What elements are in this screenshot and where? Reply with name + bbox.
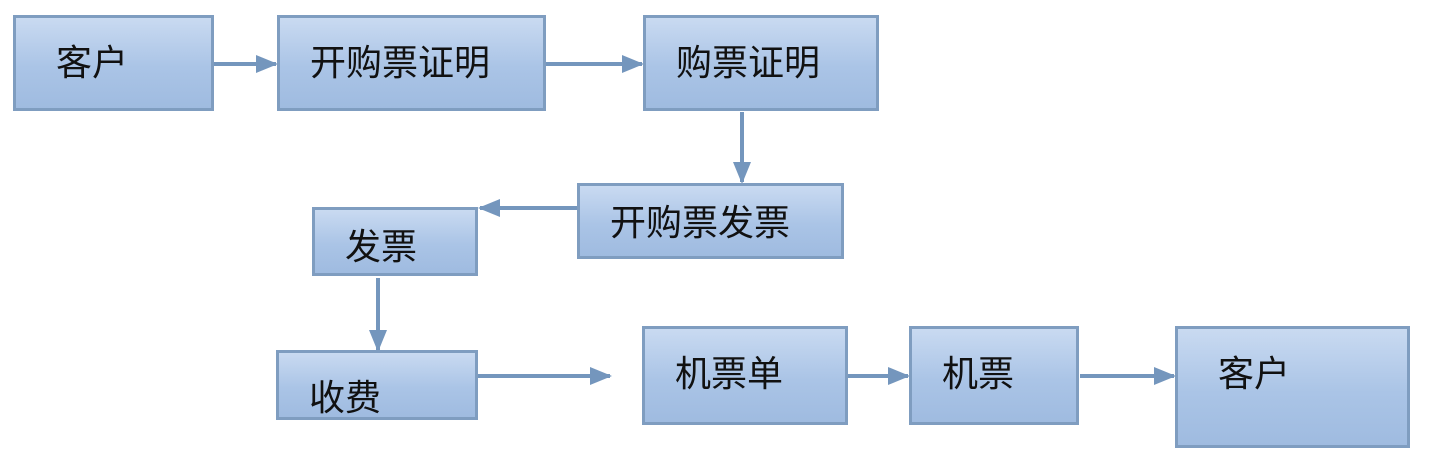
issue-purchase-certificate-box: 开购票证明 [277, 15, 546, 111]
customer-start-box: 客户 [13, 15, 214, 111]
ticket-label: 机票 [942, 354, 1015, 395]
purchase-certificate-label: 购票证明 [676, 43, 821, 84]
issue-purchase-invoice-label: 开购票发票 [610, 203, 791, 244]
purchase-certificate-box: 购票证明 [643, 15, 879, 111]
customer-start-label: 客户 [56, 43, 129, 84]
issue-purchase-certificate-label: 开购票证明 [310, 43, 491, 84]
issue-purchase-invoice-box: 开购票发票 [577, 183, 844, 259]
fee-collection-label: 收费 [309, 378, 382, 419]
customer-end-label: 客户 [1218, 354, 1291, 395]
ticket-order-label: 机票单 [675, 354, 784, 395]
customer-end-box: 客户 [1175, 326, 1410, 448]
ticket-box: 机票 [909, 326, 1079, 425]
ticket-order-box: 机票单 [642, 326, 848, 425]
invoice-label: 发票 [345, 227, 418, 268]
fee-collection-box: 收费 [276, 350, 478, 420]
invoice-box: 发票 [312, 207, 478, 276]
